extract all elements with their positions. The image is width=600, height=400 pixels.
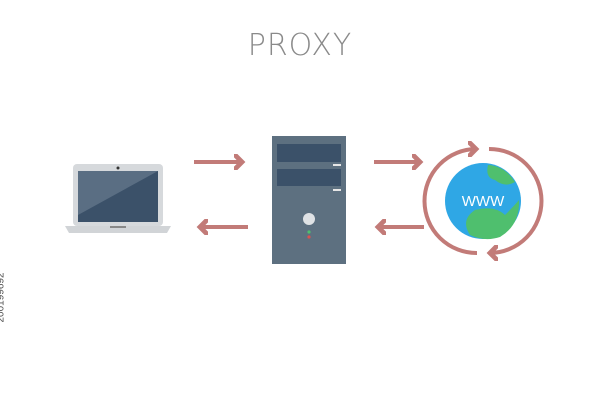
- cycle-arrow-bottom: [422, 149, 477, 256]
- server-icon: [272, 136, 346, 264]
- laptop-icon: [65, 164, 171, 233]
- diagram-title: PROXY: [247, 28, 353, 63]
- globe-icon: WWW: [445, 163, 521, 240]
- globe-label: WWW: [462, 193, 505, 210]
- cycle-arrow-top: [489, 146, 544, 253]
